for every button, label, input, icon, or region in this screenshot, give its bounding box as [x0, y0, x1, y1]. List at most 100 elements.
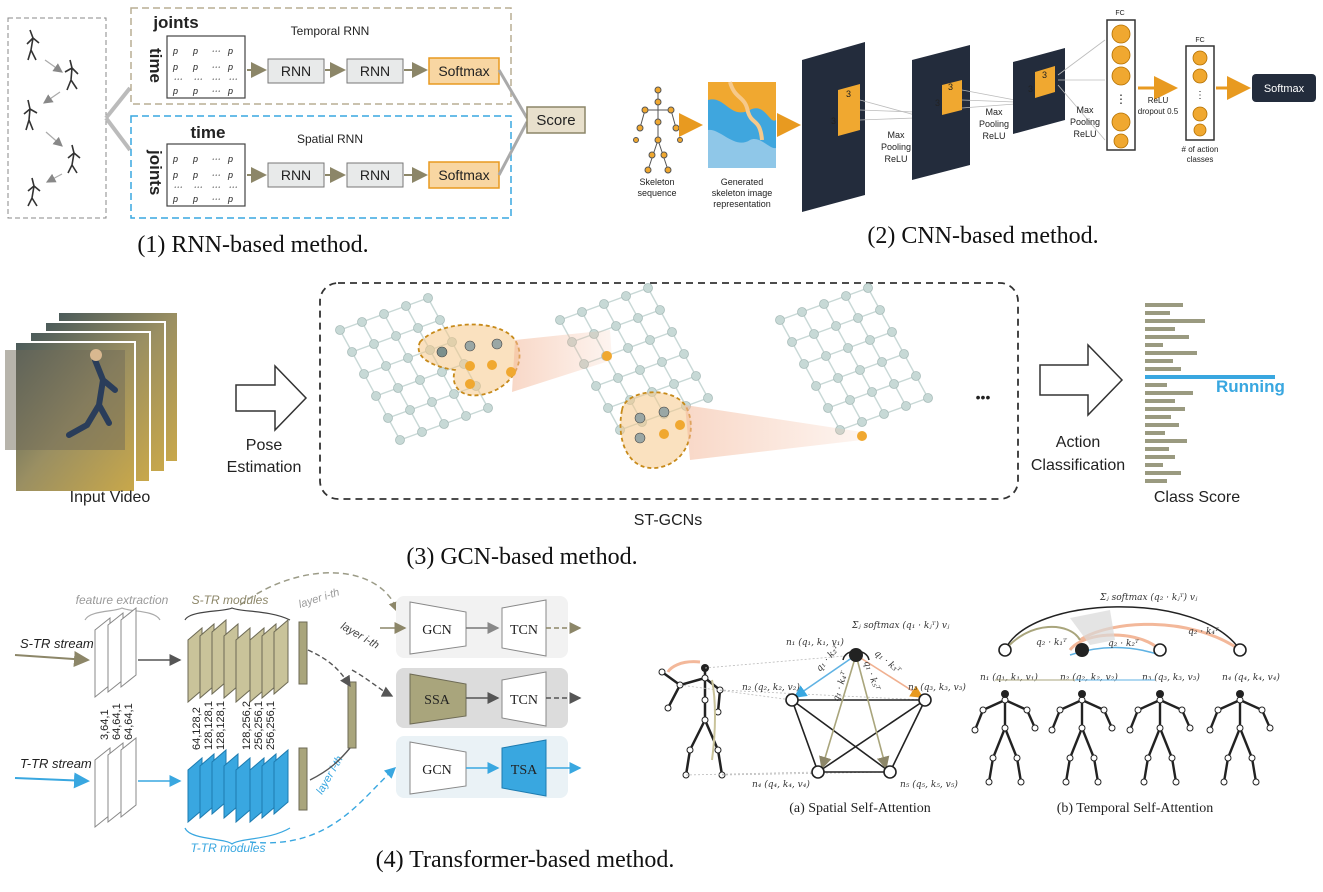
svg-text:64,64,1: 64,64,1: [123, 703, 135, 740]
skeleton-sequence-figures: [23, 29, 81, 207]
svg-text:ReLU: ReLU: [884, 154, 907, 164]
svg-text:q₁ · k₃ᵀ: q₁ · k₃ᵀ: [872, 649, 903, 677]
image-label-line1: Generated: [721, 177, 764, 187]
svg-text:⋯: ⋯: [211, 182, 220, 192]
skeleton-label-line2: sequence: [637, 188, 676, 198]
svg-text:layer i-th: layer i-th: [297, 586, 341, 610]
action-classification-arrow: [1039, 343, 1124, 417]
tcn-trapezoid-mid: [501, 671, 547, 727]
svg-text:RNN: RNN: [281, 167, 311, 183]
softmax-formula-a: Σⱼ softmax (q₁ · kⱼᵀ) vⱼ: [851, 620, 950, 631]
svg-text:ReLU: ReLU: [1073, 129, 1096, 139]
svg-text:p: p: [192, 62, 198, 72]
svg-text:RNN: RNN: [281, 63, 311, 79]
skeleton-sequence-box: [7, 17, 107, 219]
svg-text:3: 3: [948, 82, 953, 92]
svg-text:p: p: [192, 170, 198, 180]
svg-text:layer i-th: layer i-th: [339, 620, 382, 651]
svg-text:128,128,1: 128,128,1: [215, 701, 227, 750]
class-score-label: Class Score: [1154, 489, 1240, 506]
tcn-trapezoid-top: [501, 599, 547, 657]
spatial-rnn-block-2: [346, 162, 404, 188]
svg-text:p: p: [192, 46, 198, 56]
svg-text:# of action: # of action: [1182, 145, 1219, 154]
spatial-attention-caption: (a) Spatial Self-Attention: [789, 801, 931, 816]
svg-text:n₄ (q₄, k₄, v₄): n₄ (q₄, k₄, v₄): [1222, 672, 1280, 683]
ssa-trapezoid: [409, 673, 467, 725]
svg-text:RNN: RNN: [360, 167, 390, 183]
rnn-caption: (1) RNN-based method.: [137, 232, 368, 258]
svg-text:p: p: [192, 194, 198, 204]
svg-text:⋯: ⋯: [211, 86, 220, 96]
svg-text:n₃ (q₃, k₃, v₃): n₃ (q₃, k₃, v₃): [908, 682, 966, 693]
input-video-label: Input Video: [70, 489, 151, 506]
score-bar: [1145, 367, 1181, 371]
spatial-matrix: [166, 143, 246, 207]
svg-text:256,256,1: 256,256,1: [265, 701, 277, 750]
spatial-rnn-block-1: [267, 162, 325, 188]
svg-text:Pooling: Pooling: [1070, 117, 1100, 127]
temporal-skeleton-1: [971, 690, 1039, 786]
svg-text:GCN: GCN: [422, 623, 452, 638]
svg-text:64,128,2: 64,128,2: [191, 707, 203, 750]
score-bar: [1145, 391, 1193, 395]
svg-text:FC: FC: [1115, 10, 1124, 17]
svg-text:n₂ (q₂, k₂, v₂): n₂ (q₂, k₂, v₂): [1060, 672, 1118, 683]
cnn-skeleton-figure: [633, 86, 683, 174]
str-stream-label: S-TR stream: [20, 636, 94, 651]
svg-text:q₁ · k₄ᵀ: q₁ · k₄ᵀ: [831, 669, 850, 703]
svg-text:3: 3: [1042, 70, 1047, 80]
svg-text:n₁ (q₁, k₁, v₁): n₁ (q₁, k₁, v₁): [786, 637, 844, 648]
stgcn-ellipsis: •••: [976, 389, 991, 405]
temporal-skeleton-3: [1126, 690, 1194, 786]
svg-text:n₂ (q₂, k₂, v₂): n₂ (q₂, k₂, v₂): [742, 682, 800, 693]
svg-text:3,64,1: 3,64,1: [99, 709, 111, 740]
svg-text:p: p: [172, 170, 178, 180]
cnn-caption: (2) CNN-based method.: [867, 223, 1098, 249]
stgcn-container: [319, 282, 1019, 500]
spatial-rnn-title: Spatial RNN: [297, 132, 363, 146]
svg-text:p: p: [227, 46, 233, 56]
temporal-softmax-block: [428, 57, 500, 85]
svg-text:dropout 0.5: dropout 0.5: [1138, 107, 1179, 116]
svg-text:p: p: [227, 154, 233, 164]
module-dims: 64,128,2 128,128,1 128,128,1 128,256,2 2…: [191, 701, 277, 750]
feature-extraction-blocks-top: [94, 606, 137, 699]
spatial-joints-label: joints: [146, 149, 165, 195]
ttr-stream-label: T-TR stream: [20, 756, 92, 771]
score-bar: [1145, 423, 1179, 427]
svg-text:Estimation: Estimation: [227, 459, 302, 476]
svg-text:p: p: [172, 154, 178, 164]
svg-text:p: p: [172, 194, 178, 204]
pool-bar-bottom: [298, 747, 308, 811]
svg-text:Pooling: Pooling: [881, 142, 911, 152]
score-bar: [1145, 439, 1187, 443]
score-bar: [1145, 335, 1189, 339]
svg-text:ReLU: ReLU: [1148, 96, 1169, 105]
svg-text:p: p: [227, 194, 233, 204]
svg-text:⋯: ⋯: [211, 46, 220, 56]
svg-text:3: 3: [1028, 84, 1033, 94]
conv-layer-2: 3 3: [912, 45, 970, 180]
svg-text:⋯: ⋯: [173, 74, 182, 84]
svg-text:⋯: ⋯: [193, 182, 202, 192]
svg-text:64,64,1: 64,64,1: [111, 703, 123, 740]
svg-text:3: 3: [935, 98, 940, 108]
temporal-time-label: time: [146, 48, 165, 83]
svg-text:TCN: TCN: [510, 693, 538, 708]
gcn-trapezoid-top: [409, 601, 467, 655]
svg-text:⋯: ⋯: [228, 182, 237, 192]
svg-text:Max: Max: [985, 107, 1003, 117]
running-score-bar: [1145, 375, 1275, 379]
spatial-time-label: time: [191, 123, 226, 142]
score-bar: [1145, 319, 1205, 323]
svg-text:Softmax: Softmax: [438, 63, 489, 79]
svg-text:ReLU: ReLU: [982, 131, 1005, 141]
svg-text:q₂ · k₂ᵀ: q₂ · k₂ᵀ: [1108, 639, 1140, 649]
cnn-panel: Skeleton sequence Generated skeleton ima…: [633, 10, 1316, 249]
svg-text:TSA: TSA: [511, 763, 538, 778]
score-bar: [1145, 407, 1185, 411]
ttr-modules-label: T-TR modules: [191, 841, 266, 855]
gcn-caption: (3) GCN-based method.: [406, 544, 637, 570]
